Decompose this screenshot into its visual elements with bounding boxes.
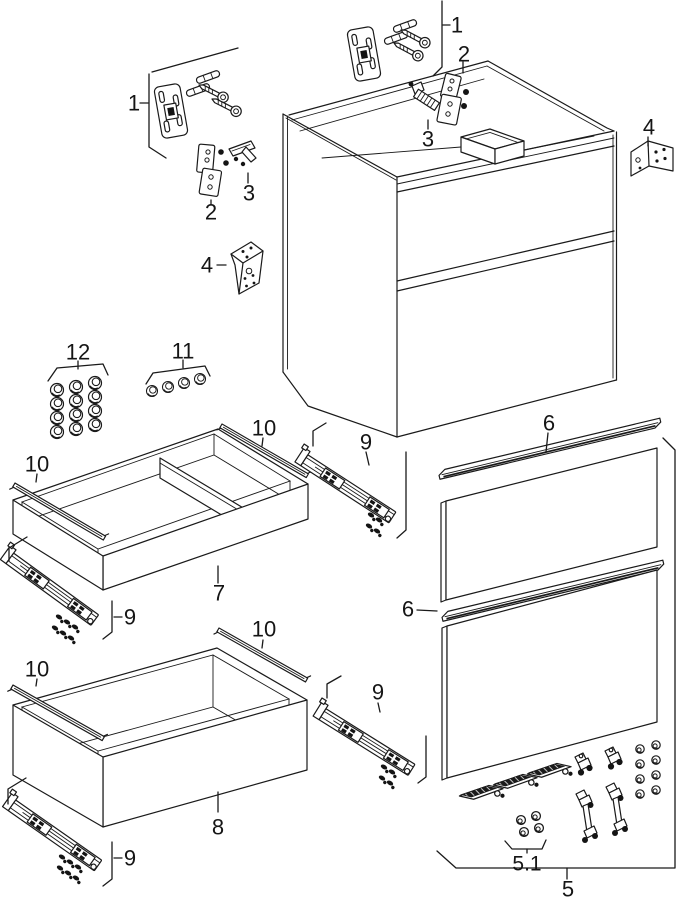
callout-11: 11 [172, 339, 195, 364]
wall-fixing-set-top-drawing [346, 18, 433, 83]
washer-set-5-1-drawing [515, 810, 545, 838]
callout-1-left: 1 [128, 91, 140, 116]
callout-labels: 1 2 3 1 2 3 4 4 12 11 10 10 9 7 9 6 6 10… [25, 13, 655, 900]
hinge-bracket-top-drawing [436, 72, 469, 126]
angle-bracket-left-drawing [230, 241, 264, 295]
callout-9-mid-right: 9 [360, 430, 372, 455]
clip-top-drawing [408, 81, 441, 111]
mounting-plate-icon [346, 25, 382, 83]
callout-9-low-left: 9 [124, 846, 136, 871]
drawer-box-drawing [12, 647, 308, 828]
mounting-plate-icon [153, 82, 189, 140]
callout-1-top: 1 [451, 13, 463, 38]
callout-10-mid-right: 10 [252, 416, 276, 441]
hinge-bracket-left-drawing [196, 143, 229, 197]
callout-10-low-left: 10 [25, 657, 49, 682]
callout-3-left: 3 [243, 181, 255, 206]
callout-12: 12 [66, 340, 90, 365]
callout-4-right: 4 [643, 115, 655, 140]
clip-left-drawing [228, 140, 257, 167]
inner-drawer-box-drawing [12, 428, 309, 591]
callout-9-low-right: 9 [372, 680, 384, 705]
callout-5-1: 5.1 [512, 853, 541, 876]
drawer-front-panels-drawing [437, 417, 666, 781]
callout-3-top: 3 [422, 127, 434, 152]
callout-6-top: 6 [543, 411, 555, 436]
wall-fixing-set-left-drawing [153, 69, 244, 140]
drawer-slides-drawing [0, 443, 420, 885]
callout-7: 7 [213, 581, 225, 606]
callout-2-left: 2 [205, 200, 217, 225]
callout-leader-lines [7, 0, 676, 887]
callout-6-mid: 6 [402, 597, 414, 622]
callout-9-mid-left: 9 [124, 605, 136, 630]
cabinet-body-drawing [282, 60, 618, 438]
callout-4-left: 4 [201, 253, 213, 278]
callout-2-top: 2 [458, 42, 470, 67]
callout-10-mid-left: 10 [25, 452, 49, 477]
cover-caps-11-drawing [145, 372, 207, 398]
cover-caps-12-drawing [49, 375, 103, 440]
callout-5: 5 [562, 877, 574, 900]
angle-bracket-right-drawing [630, 140, 674, 177]
callout-10-low-right: 10 [252, 617, 276, 642]
callout-8: 8 [212, 815, 224, 840]
